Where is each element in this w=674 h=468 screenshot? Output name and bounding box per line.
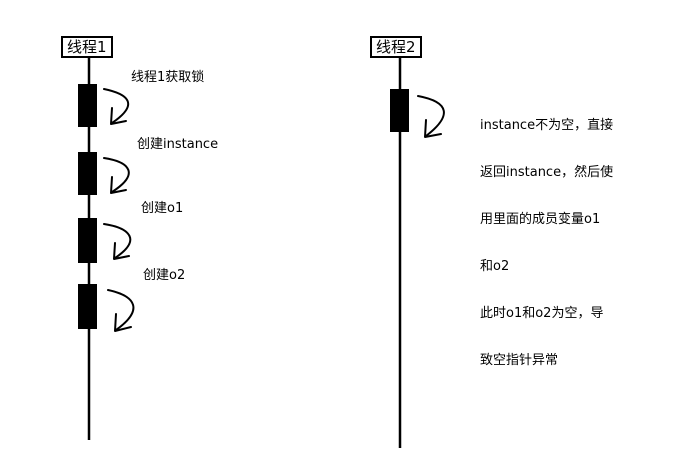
thread2-explanation-line: 此时o1和o2为空，导 (480, 305, 604, 321)
thread2-explanation-line: 用里面的成员变量o1 (480, 211, 601, 227)
thread2-explanation-line: 返回instance，然后使 (480, 164, 614, 180)
self-call-arrow-icon (103, 88, 130, 125)
step-label-create-o2: 创建o2 (143, 268, 186, 283)
self-call-arrow-icon (103, 223, 132, 260)
thread1-activation-3 (78, 218, 97, 263)
thread2-explanation-line: 和o2 (480, 258, 510, 274)
step-label-create-instance: 创建instance (137, 137, 219, 152)
thread1-title: 线程1 (61, 36, 113, 58)
step-label-create-o1: 创建o1 (141, 201, 184, 216)
step-label-acquire-lock: 线程1获取锁 (131, 70, 205, 85)
thread2-explanation: instance不为空，直接 返回instance，然后使 用里面的成员变量o1… (480, 90, 613, 396)
thread2-title: 线程2 (370, 36, 422, 58)
self-call-arrow-icon (107, 289, 135, 332)
self-call-arrow-icon (103, 157, 130, 194)
thread1-activation-2 (78, 152, 97, 195)
thread2-explanation-line: instance不为空，直接 (480, 117, 614, 133)
thread1-activation-1 (78, 84, 97, 127)
thread2-explanation-line: 致空指针异常 (480, 352, 559, 368)
thread1-activation-4 (78, 284, 97, 329)
self-call-arrow-icon (417, 95, 445, 138)
thread2-activation (390, 89, 409, 132)
